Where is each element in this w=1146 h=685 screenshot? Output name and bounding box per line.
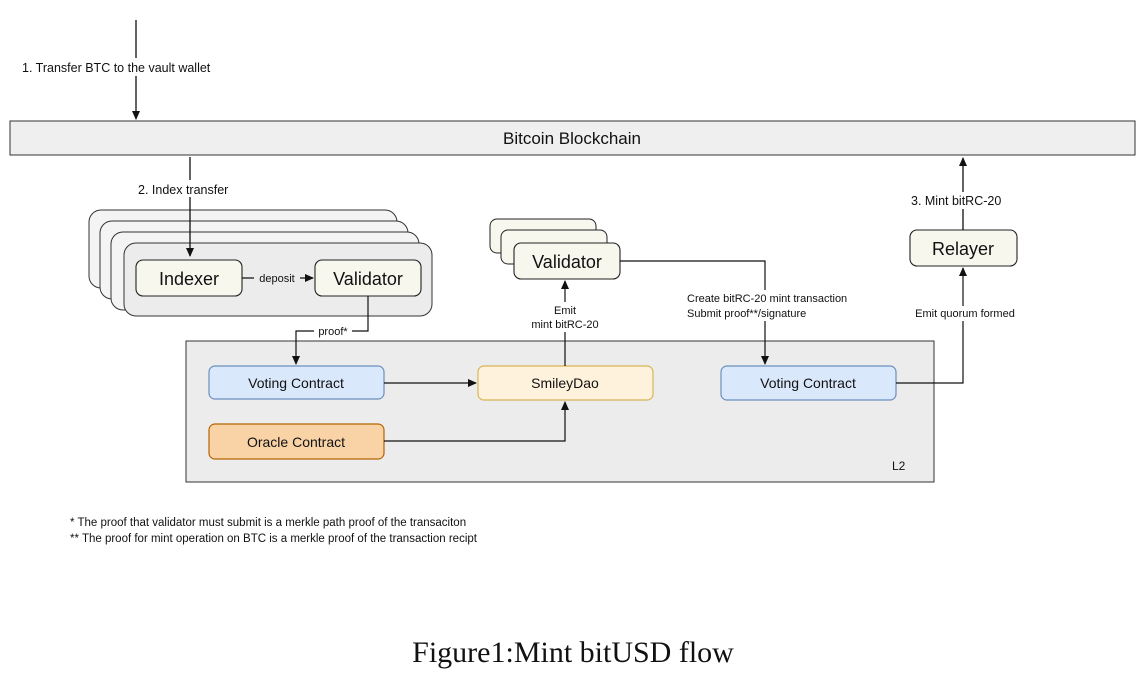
l2-container bbox=[185, 340, 935, 483]
step-mint-label: 3. Mint bitRC-20 bbox=[911, 194, 1001, 208]
indexer-label: Indexer bbox=[159, 269, 219, 289]
step-transfer-label: 1. Transfer BTC to the vault wallet bbox=[22, 61, 211, 75]
blockchain-bar bbox=[9, 120, 1136, 156]
voting-left-label: Voting Contract bbox=[248, 375, 344, 391]
create-mint-edge bbox=[620, 260, 769, 365]
voting-right-label: Voting Contract bbox=[760, 375, 856, 391]
oracle-to-smileydao-edge bbox=[384, 401, 569, 442]
smileydao-label: SmileyDao bbox=[531, 375, 599, 391]
emit-label-line2: mint bitRC-20 bbox=[531, 319, 598, 331]
create-label-line2: Submit proof**/signature bbox=[687, 308, 806, 320]
blockchain-label: Bitcoin Blockchain bbox=[503, 129, 641, 148]
proof-label: proof* bbox=[318, 326, 348, 338]
l2-label: L2 bbox=[892, 459, 906, 473]
quorum-label: Emit quorum formed bbox=[915, 308, 1015, 320]
deposit-label: deposit bbox=[259, 273, 294, 285]
figure-caption: Figure1:Mint bitUSD flow bbox=[412, 636, 734, 669]
validator-left-label: Validator bbox=[333, 269, 403, 289]
relayer-label: Relayer bbox=[932, 239, 994, 259]
emit-label-line1: Emit bbox=[554, 305, 576, 317]
footnote-2: ** The proof for mint operation on BTC i… bbox=[70, 533, 477, 545]
validator-mid-label: Validator bbox=[532, 252, 602, 272]
footnote-1: * The proof that validator must submit i… bbox=[70, 517, 467, 529]
footnotes: * The proof that validator must submit i… bbox=[70, 515, 477, 547]
step-index-label: 2. Index transfer bbox=[138, 183, 228, 197]
oracle-label: Oracle Contract bbox=[247, 434, 345, 450]
create-label-line1: Create bitRC-20 mint transaction bbox=[687, 293, 847, 305]
